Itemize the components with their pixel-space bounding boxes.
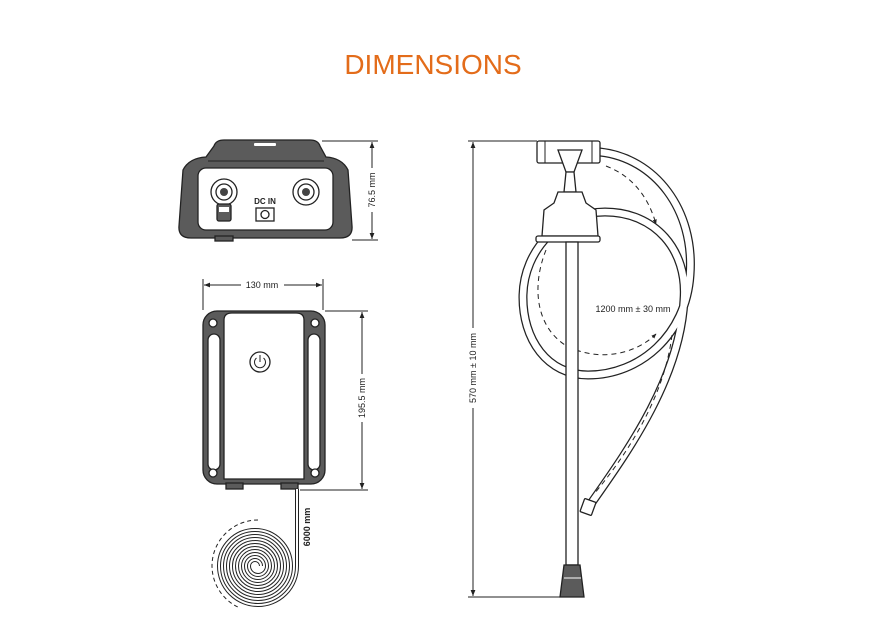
pump-length-dimension: 570 mm ± 10 mm <box>468 140 560 598</box>
top-height-dimension: 76.5 mm <box>322 140 378 241</box>
right-grip <box>307 333 321 471</box>
right-connector <box>292 178 320 206</box>
screw-top-left <box>208 318 218 328</box>
device-front-view <box>202 310 326 490</box>
front-foot-right <box>280 482 299 490</box>
right-connector-core <box>302 188 310 196</box>
hose-flow-dash-lower <box>593 334 673 495</box>
dc-in-label: DC IN <box>254 197 276 206</box>
cable-core <box>217 489 298 606</box>
left-connector-lever-slot <box>219 207 229 212</box>
power-cable: 6000 mm <box>211 489 312 609</box>
pump-inlet-nozzle <box>559 564 585 598</box>
front-height-label: 195.5 mm <box>357 378 367 418</box>
front-height-dimension: 195.5 mm <box>300 310 368 491</box>
hose-core <box>519 148 694 507</box>
front-width-label: 130 mm <box>246 280 279 290</box>
pump-tube <box>565 241 579 566</box>
pump-head-valve <box>557 149 583 173</box>
device-front-panel <box>223 312 305 480</box>
pump-body <box>535 140 601 598</box>
hose-end-fitting <box>579 498 597 516</box>
screw-bottom-right <box>310 468 320 478</box>
top-height-label: 76.5 mm <box>367 172 377 207</box>
cable-length-label: 6000 mm <box>302 508 312 547</box>
front-foot-left <box>225 482 244 490</box>
left-connector-core <box>220 188 228 196</box>
dc-in-port-hole <box>260 209 270 220</box>
device-top-view: DC IN <box>178 139 353 242</box>
front-width-dimension: 130 mm <box>202 279 324 310</box>
left-connector-lever <box>216 203 232 222</box>
cable-dashed-arc <box>211 519 259 609</box>
hose-flow-arrow-loop <box>537 249 657 356</box>
screw-top-right <box>310 318 320 328</box>
left-grip <box>207 333 221 471</box>
pump-flange <box>535 235 601 243</box>
power-icon <box>249 351 271 373</box>
pump-length-label: 570 mm ± 10 mm <box>468 333 478 403</box>
hose-length-label: 1200 mm ± 30 mm <box>596 304 671 314</box>
pump-motor-housing <box>541 191 599 237</box>
left-connector <box>210 178 238 222</box>
screw-bottom-left <box>208 468 218 478</box>
device-top-foot <box>214 235 234 242</box>
hose-flow-arrow-top <box>605 165 657 225</box>
device-top-slot <box>254 143 276 146</box>
pump-neck <box>563 171 577 193</box>
hose: 1200 mm ± 30 mm <box>518 147 695 516</box>
page-title: DIMENSIONS <box>344 49 521 80</box>
